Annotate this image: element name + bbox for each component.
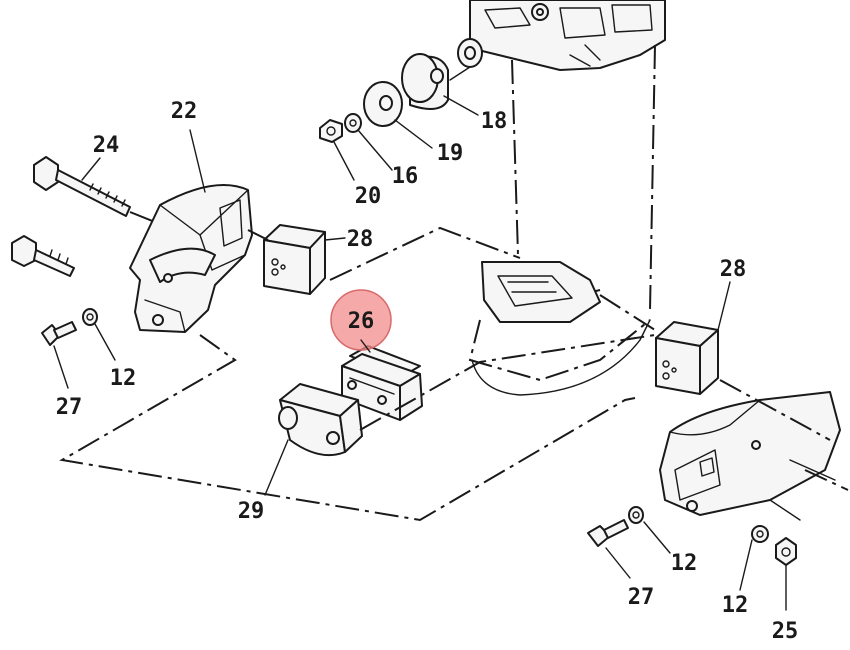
label-27-left: 27 bbox=[56, 395, 83, 420]
label-12-right: 12 bbox=[671, 551, 698, 576]
part-26-pad bbox=[341, 345, 423, 421]
label-18: 18 bbox=[481, 109, 508, 134]
label-16: 16 bbox=[392, 164, 419, 189]
part-29-pad bbox=[264, 383, 363, 496]
label-19: 19 bbox=[437, 141, 464, 166]
part-27-bolt-right bbox=[587, 519, 631, 579]
label-26: 26 bbox=[348, 309, 375, 334]
label-27-right: 27 bbox=[628, 585, 655, 610]
label-22: 22 bbox=[171, 99, 198, 124]
labels: 22 24 20 16 19 18 28 28 12 27 29 12 27 1… bbox=[56, 99, 799, 644]
label-24: 24 bbox=[93, 133, 120, 158]
engine-housing bbox=[469, 0, 666, 71]
label-12-bottom: 12 bbox=[722, 593, 749, 618]
part-12-washer-right bbox=[628, 506, 671, 554]
lower-bolt bbox=[11, 235, 75, 277]
label-29: 29 bbox=[238, 499, 265, 524]
part-22-bracket bbox=[129, 129, 253, 333]
part-18-bushing bbox=[401, 38, 483, 116]
label-28-lower: 28 bbox=[720, 257, 747, 282]
assembly-dash-lines bbox=[59, 226, 849, 522]
part-16-washer bbox=[344, 113, 393, 171]
part-28-upper-mount bbox=[263, 224, 346, 295]
part-20-nut bbox=[319, 119, 355, 181]
label-20: 20 bbox=[355, 184, 382, 209]
part-24-bolt bbox=[33, 156, 156, 223]
part-12-washer-left bbox=[82, 308, 116, 361]
part-28-lower-mount bbox=[655, 281, 731, 395]
highlight-26: 26 bbox=[330, 289, 392, 353]
label-12-left: 12 bbox=[110, 366, 137, 391]
part-27-bolt-left bbox=[41, 321, 77, 389]
label-28-upper: 28 bbox=[347, 227, 374, 252]
lower-right-bracket bbox=[659, 391, 841, 521]
part-25-nut bbox=[775, 537, 797, 611]
drive-shaft-housing bbox=[468, 44, 656, 396]
label-25: 25 bbox=[772, 619, 799, 644]
part-19-washer bbox=[363, 81, 433, 149]
lower-mount-frame bbox=[481, 261, 601, 323]
part-12-washer-bottom bbox=[739, 525, 769, 591]
